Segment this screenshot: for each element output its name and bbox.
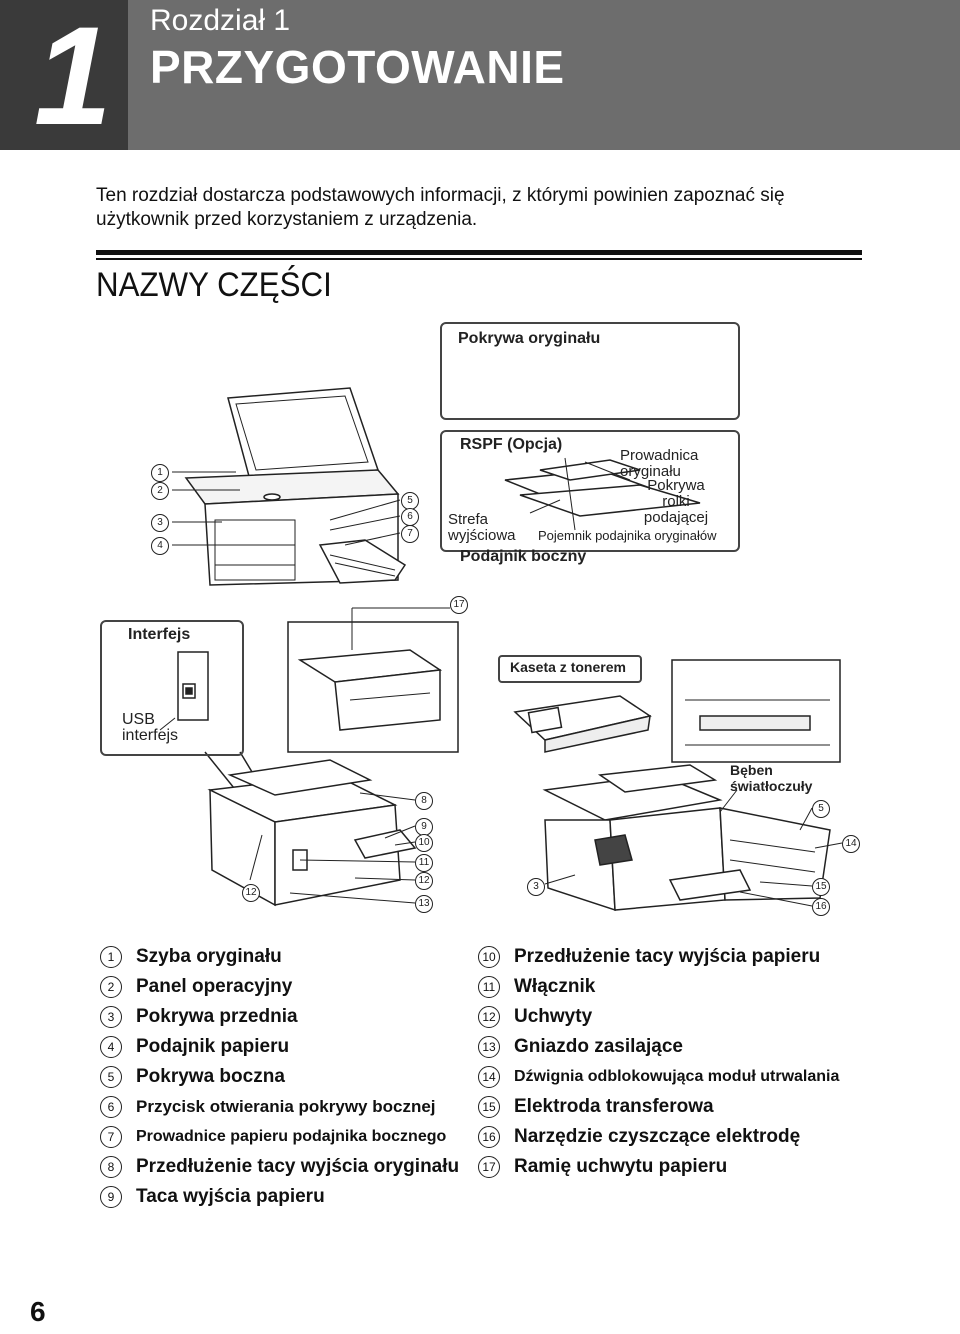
callout-11: 11 bbox=[415, 854, 433, 872]
rspf-title: RSPF (Opcja) bbox=[460, 436, 563, 453]
callout-14: 14 bbox=[842, 835, 860, 853]
callout-5-open: 5 bbox=[812, 800, 830, 818]
chapter-label: Rozdział 1 bbox=[150, 4, 291, 37]
bypass-tray-label: Podajnik boczny bbox=[460, 548, 587, 565]
callout-16: 16 bbox=[812, 898, 830, 916]
feed-roller-cover-label: Pokrywa rolki podającej bbox=[643, 477, 709, 526]
callout-8: 8 bbox=[415, 792, 433, 810]
callout-15: 15 bbox=[812, 878, 830, 896]
page-number: 6 bbox=[30, 1296, 46, 1327]
intro-paragraph: Ten rozdział dostarcza podstawowych info… bbox=[96, 185, 785, 230]
document-guide-label: Prowadnica oryginału bbox=[620, 447, 699, 480]
rspf-box: RSPF (Opcja) Prowadnica oryginału Pokryw… bbox=[440, 430, 740, 552]
callout-17: 17 bbox=[450, 596, 468, 614]
interface-box: Interfejs USB interfejs bbox=[100, 620, 244, 756]
callout-1: 1 bbox=[151, 464, 169, 482]
callout-6: 6 bbox=[401, 508, 419, 526]
original-cover-box: Pokrywa oryginału bbox=[440, 322, 740, 420]
parts-diagram bbox=[159, 364, 843, 912]
rspf-illustration bbox=[504, 457, 701, 531]
chapter-number: 1 bbox=[34, 0, 112, 154]
callout-4: 4 bbox=[151, 537, 169, 555]
usb-interface-label: USB interfejs bbox=[122, 711, 179, 744]
section-divider-thin bbox=[96, 258, 862, 260]
rear-view-illustration bbox=[207, 759, 417, 907]
callout-3: 3 bbox=[151, 514, 169, 532]
callout-3-open: 3 bbox=[527, 878, 545, 896]
original-cover-label: Pokrywa oryginału bbox=[458, 330, 601, 347]
callout-12-rear: 12 bbox=[242, 884, 260, 902]
chapter-number-block bbox=[0, 0, 128, 150]
callout-10: 10 bbox=[415, 834, 433, 852]
drum-label: Bęben światłoczuły bbox=[730, 762, 813, 794]
callout-7: 7 bbox=[401, 525, 419, 543]
exit-area-label: Strefa wyjściowa bbox=[448, 511, 516, 544]
callout-2: 2 bbox=[151, 482, 169, 500]
document-tray-label: Pojemnik podajnika oryginałów bbox=[538, 528, 717, 543]
section-divider bbox=[96, 250, 862, 255]
callout-13: 13 bbox=[415, 895, 433, 913]
copier-illustration bbox=[184, 387, 407, 586]
open-side-illustration bbox=[542, 764, 831, 912]
toner-cartridge-label: Kaseta z tonerem bbox=[510, 659, 626, 675]
interface-title: Interfejs bbox=[128, 626, 191, 643]
callout-12: 12 bbox=[415, 872, 433, 890]
chapter-title: PRZYGOTOWANIE bbox=[150, 41, 565, 93]
section-title: NAZWY CZĘŚCI bbox=[96, 266, 332, 304]
chapter-title-block bbox=[128, 0, 960, 150]
toner-cartridge-box: Kaseta z tonerem bbox=[498, 655, 642, 683]
